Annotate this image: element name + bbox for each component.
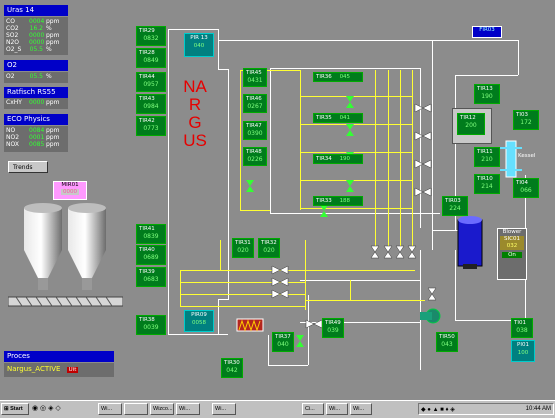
kessel-label: Kessel	[518, 153, 536, 159]
system-tray: ◆ ● ▲ ■ ♦ ◈ 10:44 AM	[418, 403, 554, 415]
blower-motor-icon	[457, 216, 483, 269]
tag-tir33[interactable]: TIR33 188	[313, 196, 363, 206]
silo-left	[24, 203, 62, 290]
start-button[interactable]: ⊞ Start	[1, 403, 29, 415]
tag-fir03[interactable]: FIR03	[472, 26, 502, 38]
task-7[interactable]: Wi...	[326, 403, 348, 415]
screw-conveyor	[8, 296, 123, 307]
proces-panel: Nargus_ACTIVE Uit	[4, 363, 114, 377]
tray-icons[interactable]: ◆ ● ▲ ■ ♦ ◈	[421, 407, 455, 413]
task-4[interactable]: Wi...	[176, 403, 200, 415]
blower-state[interactable]: On	[502, 252, 522, 258]
hot-oil-pipe	[240, 70, 241, 210]
eco-panel-title: ECO Physics	[4, 114, 68, 125]
task-1[interactable]: Wi...	[98, 403, 122, 415]
task-2[interactable]	[124, 403, 148, 415]
mir01-tag[interactable]: MIR01 0000	[53, 181, 87, 200]
valve-4	[414, 187, 424, 197]
valve-2	[414, 131, 424, 141]
tag-tir35[interactable]: TIR35 041	[313, 113, 363, 123]
task-8[interactable]: Wi...	[350, 403, 372, 415]
trends-button[interactable]: Trends	[8, 161, 48, 173]
taskbar: ⊞ Start ◉ ◎ ◈ ◇ Wi... Wizco... Wi... Wi.…	[0, 400, 555, 418]
silo-right	[68, 203, 106, 290]
flue-duct-outline	[168, 29, 169, 334]
o2-panel-title: O2	[4, 60, 68, 71]
pump-icon	[420, 308, 441, 324]
task-5[interactable]: Wi...	[212, 403, 236, 415]
task-6[interactable]: Ci...	[302, 403, 324, 415]
ratfisch-panel-title: Ratfisch RS55	[4, 87, 68, 98]
nargus-title: NARGUS	[183, 77, 207, 150]
quicklaunch: ◉ ◎ ◈ ◇	[32, 405, 61, 412]
tag-tir34[interactable]: TIR34 190	[313, 154, 363, 164]
kessel-exchanger-icon	[500, 140, 522, 178]
heater-icon	[236, 318, 264, 332]
silos-illustration	[8, 203, 123, 307]
valve-1	[414, 103, 424, 113]
tag-tir36[interactable]: TIR36 045	[313, 72, 363, 82]
uras-panel-title: Uras 14	[4, 5, 68, 16]
task-3[interactable]: Wizco...	[150, 403, 174, 415]
valve-3	[414, 159, 424, 169]
clock: 10:44 AM	[525, 406, 551, 412]
proces-panel-title: Proces	[4, 351, 114, 362]
proces-badge[interactable]: Uit	[66, 367, 79, 373]
